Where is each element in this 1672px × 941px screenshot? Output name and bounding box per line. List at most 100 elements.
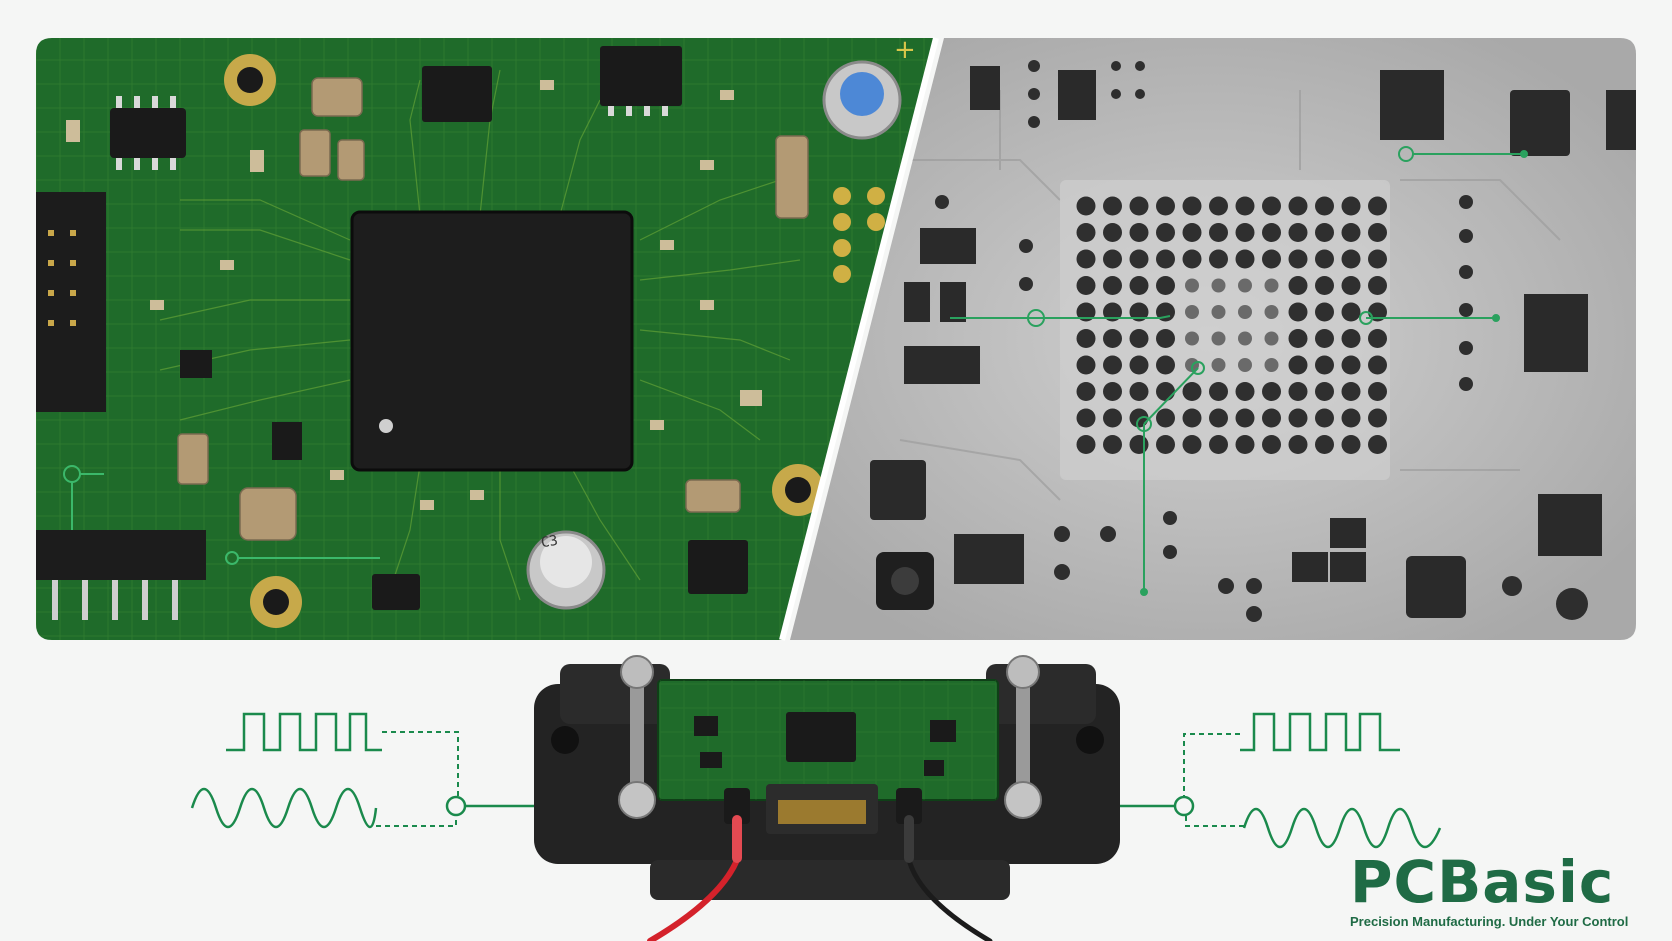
- bga-solder-ball: [1182, 196, 1202, 216]
- bga-solder-ball: [1103, 223, 1122, 242]
- bga-solder-ball: [1235, 249, 1255, 269]
- bga-solder-ball: [1103, 408, 1122, 428]
- bga-solder-ball: [1103, 329, 1122, 348]
- bga-solder-ball: [1209, 382, 1228, 401]
- bga-solder-ball: [1185, 305, 1199, 319]
- bga-solder-ball: [1288, 382, 1308, 401]
- bga-solder-ball: [1341, 276, 1361, 295]
- bga-solder-ball: [1103, 435, 1122, 454]
- bga-solder-ball: [1288, 223, 1308, 242]
- bga-solder-ball: [1315, 408, 1334, 428]
- bga-solder-ball: [1288, 249, 1308, 269]
- bga-solder-ball: [1211, 278, 1226, 293]
- bga-solder-ball: [1262, 223, 1281, 242]
- bga-solder-ball: [1368, 329, 1387, 348]
- bga-solder-ball: [1211, 331, 1226, 346]
- bga-solder-ball: [1156, 355, 1175, 375]
- bga-solder-ball: [1129, 355, 1149, 375]
- bga-solder-ball: [1341, 408, 1361, 428]
- bga-solder-ball: [1315, 223, 1334, 242]
- bga-solder-ball: [1341, 223, 1361, 242]
- bga-solder-ball: [1262, 408, 1281, 428]
- bga-solder-ball: [1182, 435, 1202, 454]
- capacitor-marking: C3: [539, 532, 560, 552]
- bga-solder-ball: [1103, 302, 1122, 322]
- bga-solder-ball: [1264, 358, 1279, 372]
- probe-cable-icon: [647, 815, 993, 941]
- bga-solder-ball: [1315, 196, 1334, 216]
- bga-solder-ball: [1156, 408, 1175, 428]
- pcb-photo-panel: +: [36, 35, 936, 640]
- bga-solder-ball: [1156, 223, 1175, 242]
- xray-inspection-panel: [790, 38, 1636, 640]
- bga-solder-ball: [1368, 408, 1387, 428]
- bga-solder-ball: [1341, 329, 1361, 348]
- bga-solder-ball: [1156, 276, 1175, 295]
- bga-solder-ball: [1264, 278, 1279, 293]
- bga-solder-ball: [1368, 276, 1387, 295]
- bga-solder-ball: [1156, 302, 1175, 322]
- bga-solder-ball: [1156, 329, 1175, 348]
- capacitor-icon: [526, 60, 902, 610]
- bga-solder-ball: [1288, 355, 1308, 375]
- bga-solder-ball: [1076, 329, 1096, 348]
- bga-solder-ball: [1288, 408, 1308, 428]
- bga-solder-ball: [1185, 331, 1199, 346]
- bga-solder-ball: [1129, 435, 1149, 454]
- brand-tagline: Precision Manufacturing. Under Your Cont…: [1350, 914, 1629, 929]
- bga-solder-ball: [1209, 408, 1228, 428]
- bga-solder-ball: [1288, 302, 1308, 322]
- bga-solder-ball: [1182, 223, 1202, 242]
- bga-solder-ball: [1341, 355, 1361, 375]
- bga-solder-ball: [1129, 276, 1149, 295]
- bga-solder-ball: [1209, 249, 1228, 269]
- bga-solder-ball: [1264, 331, 1279, 346]
- bga-solder-ball: [1238, 278, 1252, 293]
- bga-solder-ball: [1235, 435, 1255, 454]
- via-pads: [833, 187, 885, 283]
- bga-solder-ball: [1076, 276, 1096, 295]
- bga-solder-ball: [1368, 435, 1387, 454]
- bga-solder-ball: [1315, 329, 1334, 348]
- pin-header-connector-icon: [36, 192, 206, 620]
- bga-solder-ball: [1341, 249, 1361, 269]
- brand-block: PCBasic Precision Manufacturing. Under Y…: [1350, 852, 1650, 929]
- main-chip-icon: [350, 210, 634, 472]
- bga-solder-ball: [1315, 355, 1334, 375]
- bga-solder-ball: [1103, 276, 1122, 295]
- bga-solder-ball: [1076, 223, 1096, 242]
- bga-solder-ball: [1076, 382, 1096, 401]
- bga-solder-ball: [1288, 196, 1308, 216]
- bga-solder-ball: [1238, 331, 1252, 346]
- bga-solder-ball: [1315, 302, 1334, 322]
- bga-solder-ball: [1076, 355, 1096, 375]
- bga-solder-ball: [1076, 408, 1096, 428]
- bga-ball-grid-icon: [1076, 196, 1387, 454]
- bga-solder-ball: [1156, 196, 1175, 216]
- bga-solder-ball: [1209, 223, 1228, 242]
- bga-solder-ball: [1315, 249, 1334, 269]
- bga-solder-ball: [1315, 382, 1334, 401]
- bga-solder-ball: [1235, 382, 1255, 401]
- mounting-hole-icon: [224, 54, 824, 628]
- small-chip-icon: [110, 46, 748, 610]
- bga-solder-ball: [1209, 435, 1228, 454]
- svg-text:+: +: [894, 35, 916, 65]
- bga-solder-ball: [1341, 382, 1361, 401]
- bga-solder-ball: [1209, 196, 1228, 216]
- bga-solder-ball: [1103, 196, 1122, 216]
- bga-solder-ball: [1368, 382, 1387, 401]
- bga-solder-ball: [1368, 355, 1387, 375]
- bga-solder-ball: [1129, 302, 1149, 322]
- bga-solder-ball: [1288, 276, 1308, 295]
- bga-solder-ball: [1156, 435, 1175, 454]
- bga-solder-ball: [1211, 358, 1226, 372]
- bga-solder-ball: [1156, 382, 1175, 401]
- bga-solder-ball: [1238, 358, 1252, 372]
- bga-solder-ball: [1288, 329, 1308, 348]
- bga-solder-ball: [1238, 305, 1252, 319]
- bga-solder-ball: [1182, 408, 1202, 428]
- brand-logo: PCBasic: [1350, 848, 1615, 916]
- bga-solder-ball: [1211, 305, 1226, 319]
